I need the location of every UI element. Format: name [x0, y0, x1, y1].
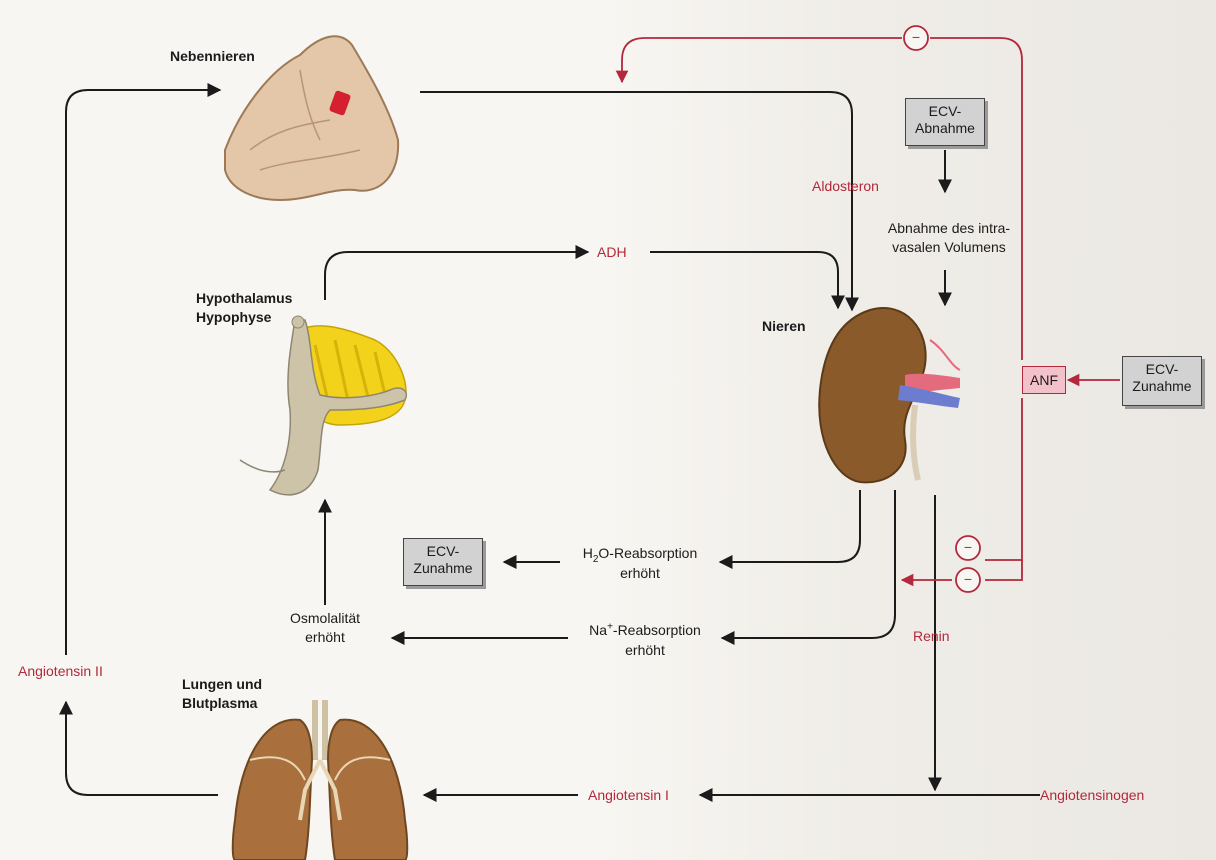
label-angiotensinogen: Angiotensinogen	[1040, 787, 1144, 804]
label-renin: Renin	[913, 628, 950, 645]
label-aldosteron: Aldosteron	[812, 178, 879, 195]
label-osmolalitaet: Osmolalität	[270, 610, 380, 627]
label-h2o-reabsorption: H2O-Reabsorption	[570, 545, 710, 562]
label-lungen: Lungen und	[182, 676, 262, 693]
inhibit-symbol-top: −	[908, 29, 924, 46]
label-adh: ADH	[597, 244, 627, 261]
label-nieren: Nieren	[762, 318, 806, 335]
box-ecv-abnahme: ECV- Abnahme	[905, 98, 985, 146]
box-ecv-zunahme-right: ECV- Zunahme	[1122, 356, 1202, 406]
label-angiotensin-i: Angiotensin I	[588, 787, 669, 804]
label-blutplasma: Blutplasma	[182, 695, 257, 712]
label-h2o-erhoeht: erhöht	[570, 565, 710, 582]
inhibit-symbol-mid: −	[960, 539, 976, 556]
box-ecv-zunahme-left: ECV- Zunahme	[403, 538, 483, 586]
inhibit-symbol-low: −	[960, 571, 976, 588]
box-anf: ANF	[1022, 366, 1066, 394]
label-hypophyse: Hypophyse	[196, 309, 271, 326]
label-na-erhoeht: erhöht	[575, 642, 715, 659]
pituitary-illustration	[240, 316, 406, 495]
kidney-illustration	[819, 308, 960, 482]
label-abnahme-volumen-1: Abnahme des intra-	[874, 220, 1024, 237]
label-hypothalamus: Hypothalamus	[196, 290, 292, 307]
label-abnahme-volumen-2: vasalen Volumens	[874, 239, 1024, 256]
label-angiotensin-ii: Angiotensin II	[18, 663, 103, 680]
lungs-illustration	[233, 700, 408, 860]
label-osmo-erhoeht: erhöht	[270, 629, 380, 646]
label-na-reabsorption: Na+-Reabsorption	[575, 622, 715, 639]
label-nebennieren: Nebennieren	[170, 48, 255, 65]
